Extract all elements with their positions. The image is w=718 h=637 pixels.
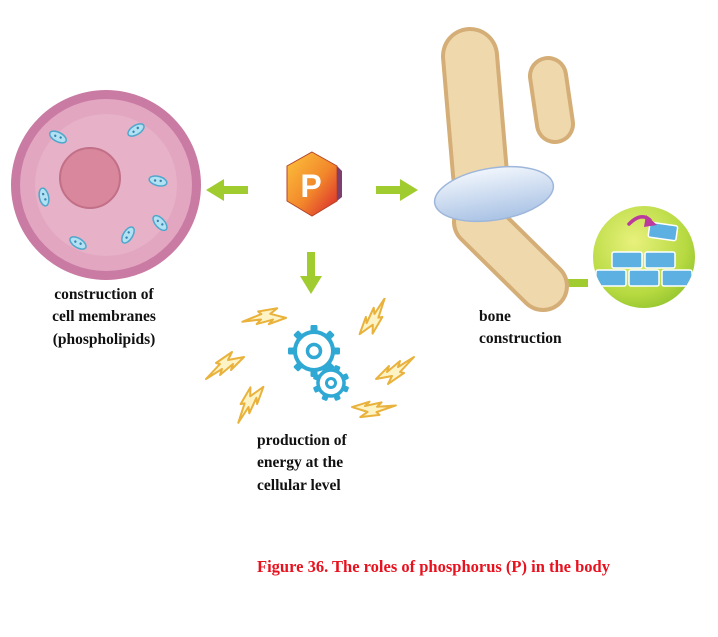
- cell-membranes-label: construction of cell membranes (phosphol…: [52, 286, 156, 348]
- construction-circle-background: [593, 206, 695, 308]
- placing-arrow-icon: [627, 215, 657, 227]
- phosphorus-hexagon-icon: P: [286, 151, 342, 217]
- arrow-down-icon: [300, 252, 322, 294]
- brick-construction-icon: [593, 206, 695, 308]
- figure-caption: Figure 36. The roles of phosphorus (P) i…: [257, 557, 610, 576]
- phosphorus-symbol: P: [300, 168, 321, 204]
- energy-production-label: production of energy at the cellular lev…: [257, 432, 347, 494]
- lower-bone: [452, 196, 569, 312]
- bone-construction-label: bone construction: [479, 308, 562, 348]
- cell-nucleus: [59, 147, 121, 209]
- joint-cartilage: [433, 165, 555, 223]
- energy-gears-icon: [205, 298, 415, 431]
- arrow-left-icon: [206, 179, 248, 201]
- bone-joint-icon: [433, 27, 575, 312]
- brick-stack: [595, 215, 693, 287]
- cell-membrane-icon: [11, 90, 201, 280]
- arrow-right-icon: [376, 179, 418, 201]
- gear-small: [313, 365, 349, 401]
- upper-bone: [441, 27, 575, 203]
